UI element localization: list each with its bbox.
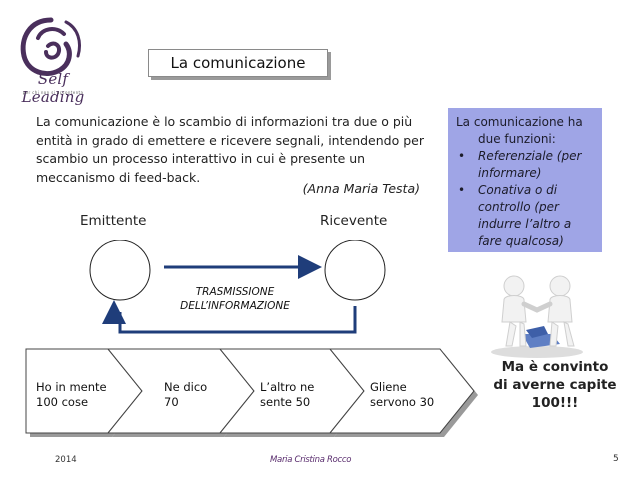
sender-circle <box>89 240 151 301</box>
function-item-conative: Conativa o di controllo (per indurre l’a… <box>456 182 594 250</box>
transmission-label: TRASMISSIONE DELL’INFORMAZIONE <box>170 285 300 313</box>
step-4-text: Gliene servono 30 <box>370 380 434 410</box>
step-1-line1: Ho in mente <box>36 380 107 394</box>
receiver-label: Ricevente <box>320 213 388 229</box>
step-3-line2: sente 50 <box>260 395 311 409</box>
definition-text: La comunicazione è lo scambio di informa… <box>36 114 424 185</box>
conclusion-text: Ma è convinto di averne capite 100!!! <box>480 358 630 412</box>
process-chevrons <box>25 348 478 437</box>
conclusion-line2: di averne capite <box>493 377 617 393</box>
footer-author: Maria Cristina Rocco <box>270 455 352 465</box>
receiver-circle <box>324 240 386 301</box>
self-leading-logo <box>20 17 81 76</box>
function-item-referential: Referenziale (per informare) <box>456 148 594 182</box>
communication-diagram <box>89 240 386 334</box>
step-2-line1: Ne dico <box>164 380 208 394</box>
transmission-label-line1: TRASMISSIONE <box>195 286 275 298</box>
functions-box: La comunicazione ha due funzioni: Refere… <box>448 108 602 252</box>
step-3-text: L’altro ne sente 50 <box>260 380 314 410</box>
slide-title: La comunicazione <box>170 54 306 72</box>
step-3-line1: L’altro ne <box>260 380 315 394</box>
conclusion-line3: 100!!! <box>531 395 579 411</box>
functions-list: Referenziale (per informare) Conativa o … <box>456 148 594 250</box>
step-2-text: Ne dico 70 <box>164 380 207 410</box>
slide-title-box: La comunicazione <box>148 49 328 77</box>
step-2-line2: 70 <box>164 395 179 409</box>
logo-text: Self Leading <box>21 70 85 106</box>
conclusion-line1: Ma è convinto <box>501 359 609 375</box>
feedback-arrow <box>102 300 357 334</box>
sender-label: Emittente <box>80 213 147 229</box>
page-number: 5 <box>613 454 619 464</box>
functions-intro-line1: La comunicazione ha <box>456 115 583 129</box>
step-1-text: Ho in mente 100 cose <box>36 380 107 410</box>
handshake-illustration <box>491 275 583 358</box>
logo-subtitle: per chi non si accontenta <box>22 90 84 95</box>
footer-year: 2014 <box>55 455 77 465</box>
step-1-line2: 100 cose <box>36 395 89 409</box>
quote-author: (Anna Maria Testa) <box>302 181 420 196</box>
transmission-label-line2: DELL’INFORMAZIONE <box>180 300 290 312</box>
functions-intro-line2: due funzioni: <box>478 132 556 146</box>
step-4-line1: Gliene <box>370 380 407 394</box>
step-4-line2: servono 30 <box>370 395 435 409</box>
chevron-step-4 <box>328 348 475 434</box>
